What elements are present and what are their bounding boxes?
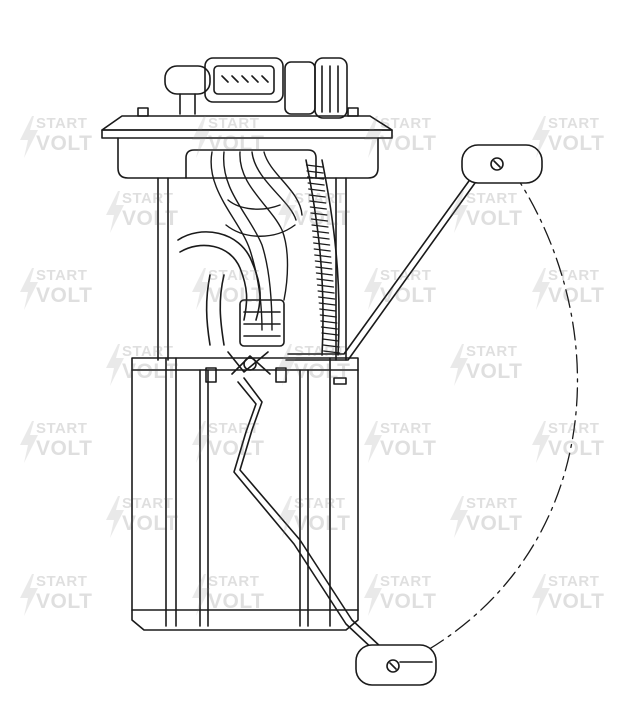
lower-float (355, 644, 437, 686)
filter-housing (239, 299, 285, 347)
hose-rib (314, 260, 332, 264)
flange-cap (101, 107, 393, 179)
level-sender-pivot (227, 351, 271, 375)
hose-rib (319, 314, 337, 318)
inner-bracket (185, 149, 317, 179)
hose-rib (305, 164, 324, 168)
hose-rib (315, 266, 333, 270)
corrugated-hose (305, 159, 341, 356)
hose-rib (313, 242, 331, 246)
hose-rib (317, 290, 335, 294)
hose-rib (318, 296, 336, 300)
hose-rib (322, 344, 340, 348)
float-swing-arc (409, 169, 579, 661)
electrical-connector (164, 57, 348, 119)
hose-rib (308, 188, 326, 192)
lower-float-arm (239, 377, 383, 649)
hose-rib (316, 284, 335, 288)
hose-rib (309, 206, 327, 210)
hose-rib (315, 272, 334, 276)
hose-rib (308, 194, 326, 198)
upper-float (461, 144, 543, 184)
hose-rib (314, 254, 332, 258)
hose-rib (311, 224, 329, 228)
hose-rib (311, 230, 330, 234)
hose-rib (306, 170, 324, 174)
guide-rods (157, 177, 347, 361)
hose-rib (318, 302, 336, 306)
hose-rib (321, 332, 339, 336)
hose-rib (320, 326, 339, 330)
hose-rib (307, 182, 325, 186)
hose-rib (319, 308, 337, 312)
hose-rib (306, 176, 325, 180)
hose-rib (316, 278, 334, 282)
hose-rib (323, 350, 341, 354)
upper-float-arm (287, 173, 475, 355)
hose-rib (310, 212, 328, 216)
hose-rib (310, 218, 329, 222)
reservoir-canister (131, 357, 359, 631)
hose-rib (321, 338, 340, 342)
hose-rib (313, 248, 331, 252)
wire-harness (210, 151, 303, 331)
hose-rib (309, 200, 327, 204)
hose-rib (320, 320, 338, 324)
hose-rib (312, 236, 330, 240)
